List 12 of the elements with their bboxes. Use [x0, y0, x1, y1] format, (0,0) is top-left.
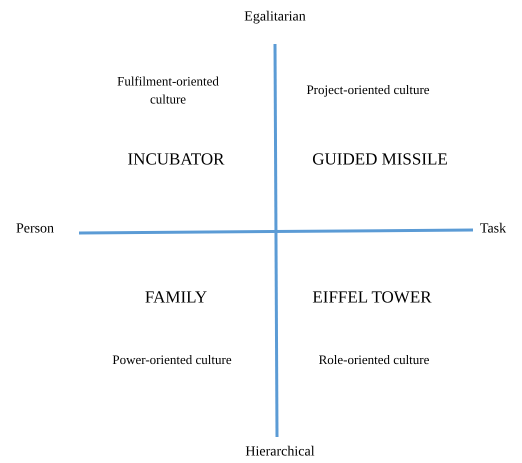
culture-label: Role-oriented culture — [318, 351, 430, 369]
quadrant-title: FAMILY — [144, 286, 208, 309]
culture-label: Fulfilment-oriented culture — [116, 72, 220, 108]
axis-label: Hierarchical — [245, 444, 315, 462]
quadrant-title: INCUBATOR — [128, 148, 224, 171]
culture-label: Power-oriented culture — [112, 351, 232, 369]
axis-label: Egalitarian — [244, 8, 306, 27]
axis-label: Person — [16, 220, 54, 239]
culture-label: Project-oriented culture — [305, 81, 431, 99]
quadrant-title: EIFFEL TOWER — [312, 286, 432, 309]
axis-label: Task — [480, 220, 506, 239]
quadrant-title: GUIDED MISSILE — [312, 148, 448, 171]
